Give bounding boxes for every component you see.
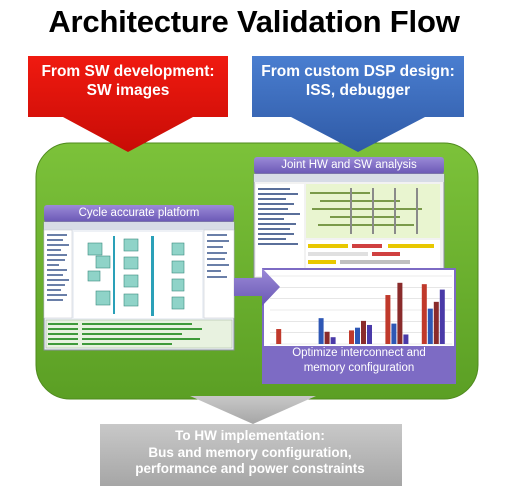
cycle-platform-title: Cycle accurate platform xyxy=(78,207,200,219)
sw-input-line2: SW images xyxy=(86,82,170,99)
output-box xyxy=(100,424,402,486)
analysis-arrow xyxy=(234,268,280,306)
chart-bar xyxy=(367,324,372,344)
output-line3: performance and power constraints xyxy=(135,461,365,476)
chart-bar xyxy=(421,284,427,344)
sw-input-arrow xyxy=(28,56,228,152)
chart-bar xyxy=(276,329,282,344)
sw-input-label: From SW development: SW images xyxy=(28,62,228,100)
output-line1: To HW implementation: xyxy=(175,428,325,443)
joint-analysis-title: Joint HW and SW analysis xyxy=(281,159,417,171)
output-line2: Bus and memory configuration, xyxy=(148,444,352,460)
chart-bar xyxy=(433,301,439,344)
cycle-platform-header xyxy=(44,205,234,222)
chart-bar xyxy=(355,327,360,344)
optimize-line1: Optimize interconnect and xyxy=(292,347,426,359)
chart-bar xyxy=(385,295,391,344)
chart-bar xyxy=(349,330,354,344)
chart-bar xyxy=(427,308,433,344)
page-title: Architecture Validation Flow xyxy=(48,4,460,39)
joint-analysis-header xyxy=(254,157,444,174)
optimize-line2: memory configuration xyxy=(303,362,415,374)
dsp-input-arrow xyxy=(252,56,464,152)
chart-bar xyxy=(391,323,397,344)
chart-bar xyxy=(318,318,324,344)
output-arrow-head xyxy=(190,396,316,424)
dsp-input-line1: From custom DSP design: xyxy=(261,63,455,80)
chart-bar xyxy=(403,334,409,344)
chart-bar xyxy=(330,337,336,344)
chart-bar xyxy=(439,289,445,344)
sw-input-line1: From SW development: xyxy=(41,63,215,80)
dsp-input-line2: ISS, debugger xyxy=(305,82,411,99)
chart-bar xyxy=(324,331,330,344)
optimize-label: Optimize interconnect and memory configu… xyxy=(262,346,456,376)
output-label: To HW implementation: Bus and memory con… xyxy=(100,428,400,478)
chart-bar xyxy=(397,282,403,344)
dsp-input-label: From custom DSP design: ISS, debugger xyxy=(252,62,464,100)
chart-bar xyxy=(361,320,366,344)
